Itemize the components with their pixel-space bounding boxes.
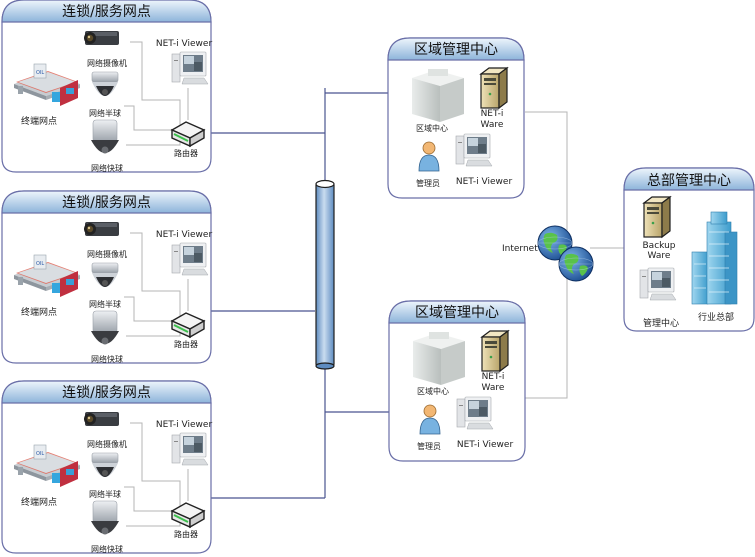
branch-panel-1-title: 连锁/服务网点 xyxy=(62,4,151,20)
office-building-icon xyxy=(413,332,465,385)
box-camera-icon xyxy=(84,412,119,426)
viewer-label: NET-i Viewer xyxy=(457,440,514,450)
globe-icon xyxy=(558,246,594,282)
branch-panel-2-title: 连锁/服务网点 xyxy=(62,195,151,211)
box-camera-label: 网络摄像机 xyxy=(87,249,127,259)
internet-label: Internet xyxy=(502,244,538,254)
hq-title: 总部管理中心 xyxy=(647,173,731,189)
admin-label: 管理员 xyxy=(416,178,440,188)
region-panel-2-title: 区域管理中心 xyxy=(415,305,499,321)
lan-links xyxy=(124,422,189,527)
viewer-label: NET-i Viewer xyxy=(156,39,213,49)
box-camera-label: 网络摄像机 xyxy=(87,58,127,68)
ptz-camera-label: 网络快球 xyxy=(91,544,123,554)
router-label: 路由器 xyxy=(174,529,198,539)
dome-camera-label: 网络半球 xyxy=(89,299,121,309)
server-icon xyxy=(643,196,671,238)
viewer-label: NET-i Viewer xyxy=(156,230,213,240)
workstation-icon xyxy=(171,51,209,85)
server-icon xyxy=(480,67,508,109)
link-region-2-internet xyxy=(525,272,568,399)
box-camera-icon xyxy=(84,222,119,236)
box-camera-icon xyxy=(84,31,119,45)
workstation-icon xyxy=(639,267,677,301)
region-center-label: 区域中心 xyxy=(417,386,449,396)
store-label: 终端网点 xyxy=(21,115,57,127)
server-icon xyxy=(481,330,509,372)
admin-label: 管理员 xyxy=(417,441,441,451)
store-label: 终端网点 xyxy=(21,496,57,508)
net-i-ware-label-1: NET-i xyxy=(481,109,504,119)
workstation-icon xyxy=(455,133,493,167)
mgmt-center-label: 管理中心 xyxy=(643,317,679,329)
industry-hq-label: 行业总部 xyxy=(698,311,734,323)
backbone-pipe-icon xyxy=(315,179,335,370)
backup-ware-label-1: Backup xyxy=(643,241,676,251)
workstation-icon xyxy=(456,396,494,430)
dome-camera-label: 网络半球 xyxy=(89,489,121,499)
branch-panel-3-title: 连锁/服务网点 xyxy=(62,385,151,401)
office-building-icon xyxy=(412,69,464,122)
region-panel-1-title: 区域管理中心 xyxy=(414,42,498,58)
region-center-label: 区域中心 xyxy=(416,123,448,133)
internet-cloud: Internet xyxy=(502,225,594,282)
ptz-camera-label: 网络快球 xyxy=(91,163,123,173)
hq-panel: 总部管理中心 Backup Ware 管理中心 行业总部 xyxy=(623,167,755,332)
workstation-icon xyxy=(171,242,209,276)
skyscraper-icon xyxy=(691,211,738,305)
link-region-1-internet xyxy=(525,111,568,230)
box-camera-label: 网络摄像机 xyxy=(87,439,127,449)
net-i-ware-label-1: NET-i xyxy=(482,372,505,382)
net-i-ware-label-2: Ware xyxy=(482,383,505,393)
workstation-icon xyxy=(171,432,209,466)
viewer-label: NET-i Viewer xyxy=(156,420,213,430)
viewer-label: NET-i Viewer xyxy=(456,177,513,187)
net-i-ware-label-2: Ware xyxy=(481,120,504,130)
backup-ware-label-2: Ware xyxy=(648,251,671,261)
router-label: 路由器 xyxy=(174,339,198,349)
router-label: 路由器 xyxy=(174,148,198,158)
ptz-camera-label: 网络快球 xyxy=(91,354,123,364)
dome-camera-label: 网络半球 xyxy=(89,108,121,118)
wan-links xyxy=(207,88,624,499)
store-label: 终端网点 xyxy=(21,306,57,318)
